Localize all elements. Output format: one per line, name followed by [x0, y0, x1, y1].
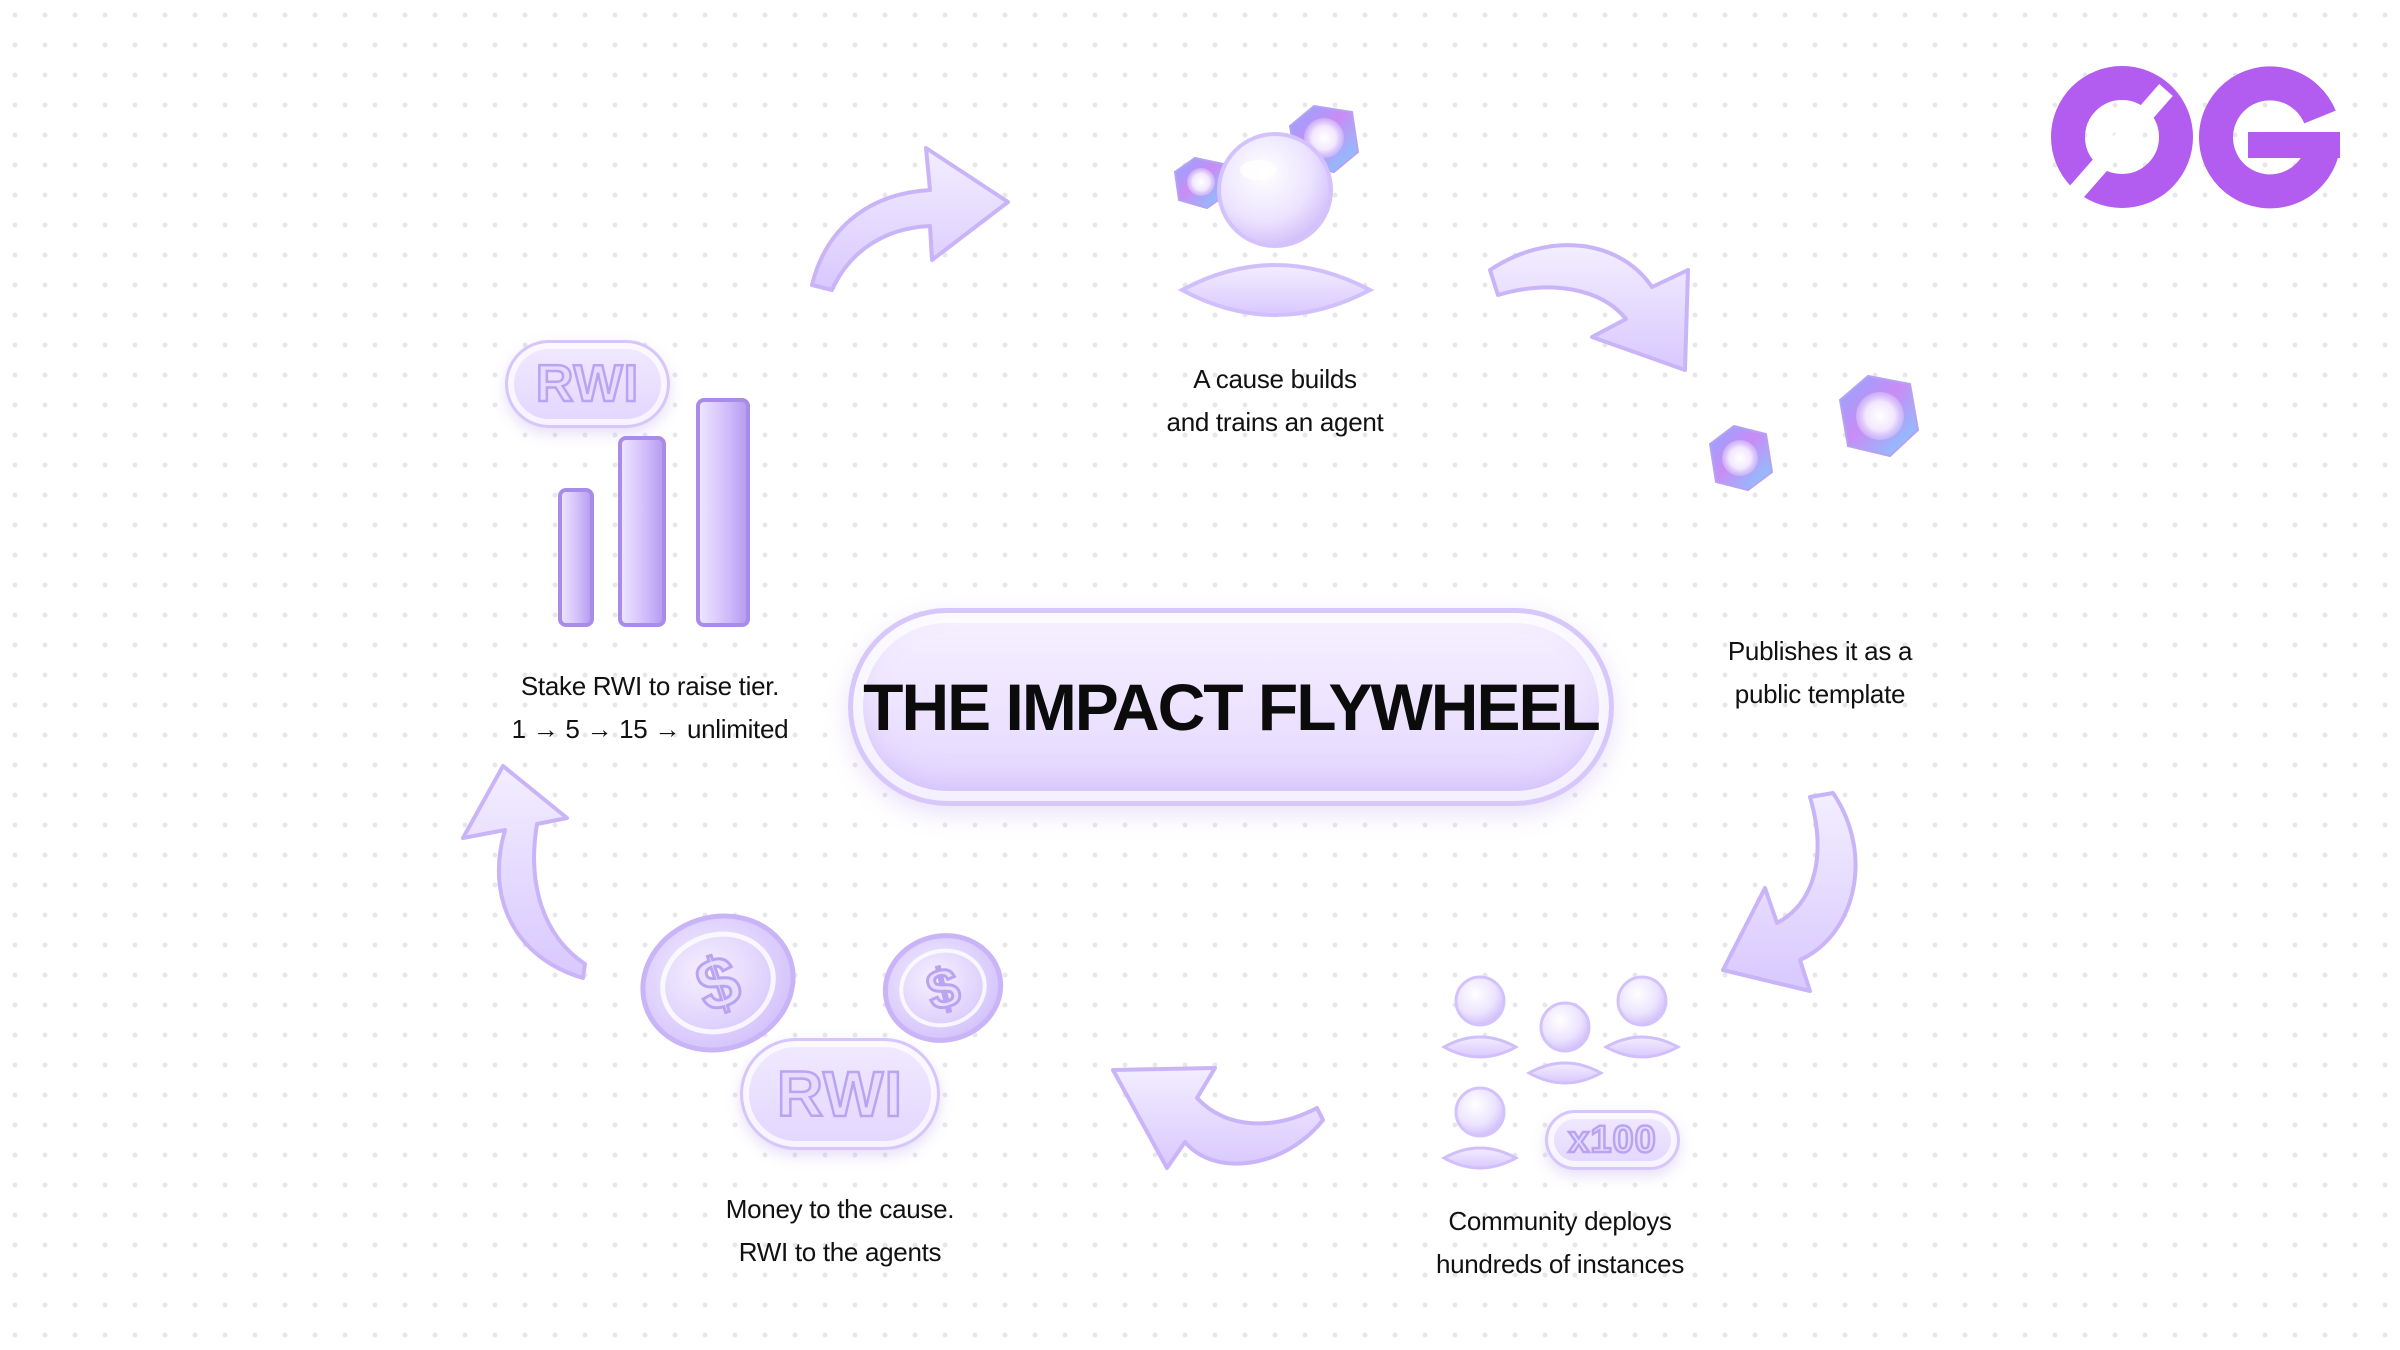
- coins-icon: $ $: [640, 908, 1010, 1058]
- step-4-label: Money to the cause. RWI to the agents: [680, 1188, 1000, 1274]
- curved-arrow-icon: [445, 758, 595, 986]
- step-1-label: A cause builds and trains an agent: [1085, 358, 1465, 444]
- step-2-label: Publishes it as a public template: [1660, 630, 1980, 716]
- people-group-icon: [1430, 975, 1690, 1180]
- page-title: THE IMPACT FLYWHEEL: [863, 670, 1601, 744]
- multiplier-badge: x100: [1545, 1110, 1680, 1170]
- step-5-line-2: 1 → 5 → 15 → unlimited: [511, 714, 789, 744]
- step-3-label: Community deploys hundreds of instances: [1380, 1200, 1740, 1286]
- curved-arrow-icon: [1715, 785, 1875, 1005]
- rwi-badge-top-text: RWI: [535, 354, 640, 415]
- step-3-line-1: Community deploys: [1448, 1206, 1672, 1236]
- multiplier-badge-text: x100: [1567, 1117, 1657, 1162]
- curved-arrow-icon: [1105, 1060, 1330, 1180]
- brand-logo: [2050, 62, 2350, 212]
- step-4-line-1: Money to the cause.: [725, 1194, 955, 1224]
- step-1-line-1: A cause builds: [1193, 364, 1357, 394]
- step-1-line-2: and trains an agent: [1166, 407, 1384, 437]
- agent-with-cubes-icon: [1150, 90, 1400, 340]
- step-5-label: Stake RWI to raise tier. 1 → 5 → 15 → un…: [470, 665, 830, 751]
- step-2-line-2: public template: [1734, 679, 1906, 709]
- step-5-line-1: Stake RWI to raise tier.: [520, 671, 780, 701]
- step-2-line-1: Publishes it as a: [1727, 636, 1913, 666]
- curved-arrow-icon: [1480, 225, 1700, 380]
- step-3-line-2: hundreds of instances: [1435, 1249, 1685, 1279]
- rwi-badge-top: RWI: [505, 340, 670, 428]
- step-4-line-2: RWI to the agents: [738, 1237, 942, 1267]
- rwi-badge-bottom-text: RWI: [776, 1057, 904, 1132]
- cubes-icon: [1700, 360, 1950, 510]
- curved-arrow-icon: [800, 140, 1020, 300]
- rwi-badge-bottom: RWI: [740, 1038, 940, 1150]
- title-pill: THE IMPACT FLYWHEEL: [848, 608, 1614, 806]
- bar-chart-icon: [550, 395, 765, 635]
